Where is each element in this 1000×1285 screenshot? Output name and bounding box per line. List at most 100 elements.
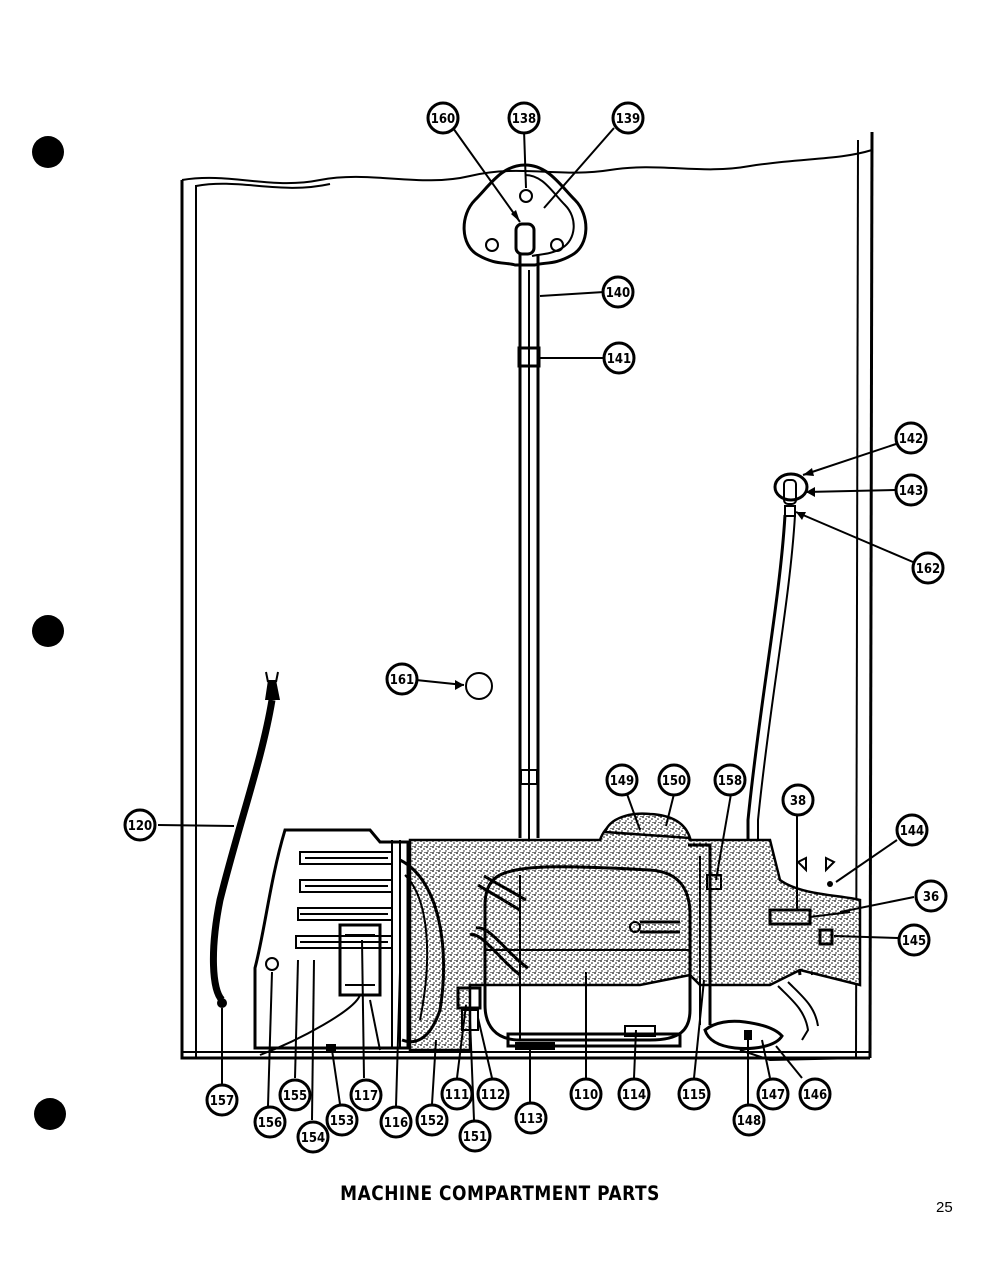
callout-label: 146 <box>803 1088 827 1103</box>
binder-hole-middle <box>32 615 64 647</box>
callout-circle <box>440 1077 474 1111</box>
callout-label: 158 <box>718 774 742 789</box>
callout-circle <box>325 1103 359 1137</box>
callout-circle <box>278 1078 312 1112</box>
callout-label: 115 <box>682 1088 706 1103</box>
callout-label: 140 <box>606 286 630 301</box>
callout-115: 115 <box>677 1077 711 1111</box>
drain-plate <box>773 472 809 502</box>
drain-pan-clip <box>744 1030 752 1040</box>
clip <box>827 881 833 887</box>
callout-circle <box>911 551 945 585</box>
callout-circle <box>602 341 636 375</box>
screw-right <box>550 238 564 252</box>
drier <box>768 856 851 946</box>
callout-circle <box>897 923 931 957</box>
callout-circle <box>894 421 928 455</box>
callout-label: 139 <box>616 112 640 127</box>
callout-circle <box>617 1077 651 1111</box>
callout-138: 138 <box>507 101 541 135</box>
callout-circle <box>476 1077 510 1111</box>
callout-circle <box>426 101 460 135</box>
leader-lines <box>157 127 915 1121</box>
screw-top <box>519 189 533 203</box>
callout-circle <box>385 662 419 696</box>
grommet <box>326 1044 336 1052</box>
callout-154: 154 <box>296 1120 330 1154</box>
callout-circle <box>713 763 747 797</box>
callout-circle <box>756 1077 790 1111</box>
fan-blade <box>399 858 446 1044</box>
callout-circle <box>914 879 948 913</box>
callout-label: 154 <box>301 1131 325 1146</box>
callout-label: 148 <box>737 1114 761 1129</box>
power-cord <box>209 671 280 1008</box>
callout-circle <box>894 473 928 507</box>
callout-label: 160 <box>431 112 455 127</box>
compressor-base <box>506 1032 682 1048</box>
callout-139: 139 <box>611 101 645 135</box>
callout-label: 152 <box>420 1114 444 1129</box>
callout-114: 114 <box>617 1077 651 1111</box>
callout-label: 147 <box>761 1088 785 1103</box>
callout-162: 162 <box>911 551 945 585</box>
callout-circle <box>601 275 635 309</box>
cabinet-outline <box>180 131 874 1062</box>
callout-circle <box>611 101 645 135</box>
callout-145: 145 <box>897 923 931 957</box>
callout-circle <box>781 783 815 817</box>
callout-circle <box>296 1120 330 1154</box>
callout-117: 117 <box>349 1078 383 1112</box>
callout-circle <box>379 1105 413 1139</box>
callout-label: 111 <box>445 1088 469 1103</box>
callout-label: 153 <box>330 1114 354 1129</box>
callout-circle <box>123 808 157 842</box>
callout-circle <box>253 1105 287 1139</box>
callout-label: 117 <box>354 1089 378 1104</box>
callout-111: 111 <box>440 1077 474 1111</box>
callout-155: 155 <box>278 1078 312 1112</box>
cord-end <box>217 998 227 1008</box>
callout-146: 146 <box>798 1077 832 1111</box>
compressor <box>469 865 692 1050</box>
grommet-base <box>515 1042 555 1050</box>
insulation-cap <box>603 812 692 840</box>
fan-motor <box>259 858 446 1056</box>
callout-161: 161 <box>385 662 419 696</box>
callout-label: 151 <box>463 1130 487 1145</box>
discharge-tube <box>688 843 722 1025</box>
callout-149: 149 <box>605 763 639 797</box>
tube-clamp <box>784 505 796 517</box>
callout-113: 113 <box>514 1101 548 1135</box>
callout-label: 157 <box>210 1094 234 1109</box>
callout-label: 113 <box>519 1112 543 1127</box>
callout-label: 144 <box>900 824 924 839</box>
callout-circle <box>458 1119 492 1153</box>
binder-hole-bottom <box>34 1098 66 1130</box>
callout-151: 151 <box>458 1119 492 1153</box>
callout-152: 152 <box>415 1103 449 1137</box>
callout-label: 112 <box>481 1088 505 1103</box>
callout-label: 138 <box>512 112 536 127</box>
callout-label: 150 <box>662 774 686 789</box>
callout-circle <box>507 101 541 135</box>
drain-fitting <box>783 479 797 505</box>
callout-158: 158 <box>713 763 747 797</box>
callout-157: 157 <box>205 1083 239 1117</box>
callout-110: 110 <box>569 1077 603 1111</box>
plug <box>465 672 493 700</box>
screw-cover <box>265 957 279 971</box>
callout-circle <box>205 1083 239 1117</box>
callout-circle <box>798 1077 832 1111</box>
callout-label: 161 <box>390 673 414 688</box>
callout-circle <box>415 1103 449 1137</box>
callout-label: 114 <box>622 1088 646 1103</box>
diagram-caption: MACHINE COMPARTMENT PARTS <box>340 1182 660 1206</box>
callout-120: 120 <box>123 808 157 842</box>
callout-circle <box>569 1077 603 1111</box>
callout-circle <box>514 1101 548 1135</box>
clip-base <box>624 1025 656 1037</box>
right-drain-assembly <box>746 472 813 976</box>
